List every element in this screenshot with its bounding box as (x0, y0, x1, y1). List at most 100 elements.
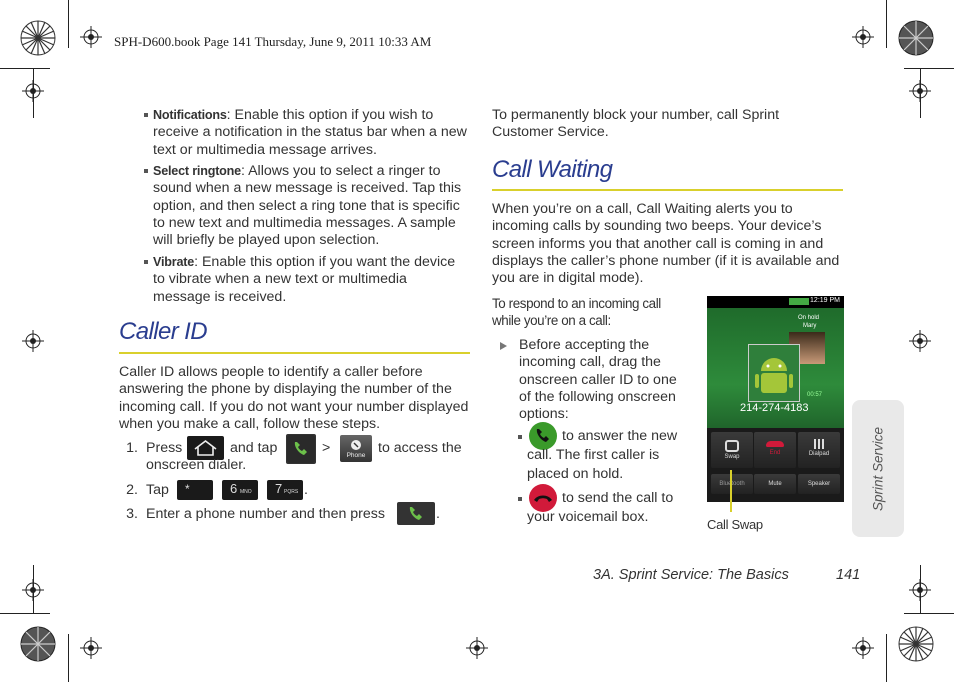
block-number-text: To permanently block your number, call S… (492, 107, 780, 141)
registration-mark-icon (22, 330, 44, 352)
step-number: 1. (126, 440, 138, 456)
swap-icon (725, 440, 739, 452)
call-key-icon (397, 502, 435, 525)
bullet-square-icon (144, 169, 148, 173)
heading-rule (492, 189, 843, 191)
color-target-icon (898, 626, 934, 662)
step-1-and-tap: and tap (230, 440, 278, 456)
registration-mark-icon (852, 637, 874, 659)
status-icons (789, 298, 809, 305)
bullet-square-icon (518, 497, 522, 501)
dial-key-digit: 6 (230, 481, 238, 496)
status-time: 12:19 PM (810, 297, 840, 304)
phone-tab-key: Phone (340, 435, 372, 462)
bullet-square-icon (144, 260, 148, 264)
heading-rule (119, 352, 470, 354)
decline-call-icon (529, 484, 557, 512)
dialpad-label: Dialpad (808, 451, 830, 457)
step-2-tap: Tap (146, 482, 169, 498)
registration-mark-icon (22, 80, 44, 102)
respond-step-text: Before accepting the incoming call, drag… (519, 337, 677, 423)
bullet-text: : Enable this option if you want the dev… (153, 254, 456, 305)
color-target-icon (20, 626, 56, 662)
caller-number: 214-274-4183 (740, 402, 809, 414)
section-side-tab: Sprint Service (852, 400, 904, 537)
end-call-button[interactable]: End (754, 432, 796, 468)
bullet-vibrate: Vibrate: Enable this option if you want … (144, 254, 468, 306)
step-number: 2. (126, 482, 138, 498)
step-3-end: . (436, 506, 440, 522)
print-slug: SPH-D600.book Page 141 Thursday, June 9,… (114, 34, 432, 49)
step-1-text: to access the (378, 440, 462, 456)
decline-option-text: to send the call to your voicemail box. (527, 489, 685, 527)
registration-mark-icon (909, 579, 931, 601)
call-waiting-heading: Call Waiting (492, 156, 613, 183)
step-number: 3. (126, 506, 138, 522)
color-target-icon (898, 20, 934, 56)
dial-key-letters: MNO (240, 489, 252, 495)
phone-app-icon (286, 434, 316, 464)
phone-screenshot: 12:19 PM On hold Mary 00:57 214-274-4183… (707, 296, 844, 502)
bullet-text: : Allows you to select a ringer to sound… (153, 163, 462, 249)
step-arrow-icon (500, 342, 507, 350)
registration-mark-icon (909, 80, 931, 102)
bullet-notifications: Notifications: Enable this option if you… (144, 107, 473, 159)
call-timer: 00:57 (807, 392, 823, 398)
answer-option-label: to answer the new call. The first caller… (527, 428, 678, 482)
callout-line (730, 470, 732, 512)
swap-label: Swap (724, 454, 740, 460)
held-caller-name: Mary (803, 323, 817, 329)
phone-tab-label: Phone (346, 452, 366, 459)
bluetooth-button[interactable]: Bluetooth (711, 474, 753, 494)
answer-option-text: to answer the new call. The first caller… (527, 427, 685, 484)
dial-key-digit: 7 (275, 481, 283, 496)
dial-key-star: * (177, 480, 213, 500)
bullet-term: Select ringtone (153, 164, 241, 178)
color-target-icon (20, 20, 56, 56)
dial-key-6: 6 MNO (222, 480, 258, 500)
bullet-text: : Enable this option if you wish to rece… (153, 107, 467, 158)
status-bar: 12:19 PM (707, 296, 844, 308)
side-tab-label: Sprint Service (870, 426, 886, 511)
respond-label: To respond to an incoming call while you… (492, 296, 661, 329)
mute-button[interactable]: Mute (754, 474, 796, 494)
registration-mark-icon (852, 26, 874, 48)
dialpad-button[interactable]: Dialpad (798, 432, 840, 468)
bullet-square-icon (518, 435, 522, 439)
step-1-press: Press (146, 440, 183, 456)
call-swap-callout: Call Swap (707, 517, 763, 532)
registration-mark-icon (22, 579, 44, 601)
speaker-button[interactable]: Speaker (798, 474, 840, 494)
footer-section: 3A. Sprint Service: The Basics (593, 567, 789, 583)
page-number: 141 (836, 567, 861, 583)
registration-mark-icon (80, 26, 102, 48)
bullet-square-icon (144, 113, 148, 117)
home-key-icon (187, 436, 224, 460)
step-3-text: Enter a phone number and then press (146, 506, 385, 522)
step-2-end: . (304, 482, 308, 498)
step-1-arrow: > (322, 440, 331, 456)
dial-key-7: 7 PQRS (267, 480, 303, 500)
bullet-select-ringtone: Select ringtone: Allows you to select a … (144, 163, 471, 249)
end-call-label: End (769, 450, 781, 456)
bullet-term: Vibrate (153, 255, 195, 269)
call-waiting-intro: When you’re on a call, Call Waiting aler… (492, 201, 840, 287)
step-1-continuation: onscreen dialer. (146, 457, 246, 474)
caller-id-intro: Caller ID allows people to identify a ca… (119, 364, 469, 432)
step-1-dialer: onscreen dialer. (146, 457, 247, 473)
incall-screen: On hold Mary 00:57 214-274-4183 (707, 308, 844, 436)
registration-mark-icon (466, 637, 488, 659)
dialpad-icon (814, 439, 824, 449)
swap-button[interactable]: Swap (711, 432, 753, 468)
android-avatar-icon (749, 345, 799, 401)
mute-label: Mute (768, 481, 782, 487)
on-hold-label: On hold (798, 315, 820, 321)
decline-option-label: to send the call to your voicemail box. (527, 490, 674, 525)
end-call-icon (766, 441, 784, 447)
caller-id-heading: Caller ID (119, 318, 208, 345)
dial-key-letters: PQRS (284, 489, 299, 495)
registration-mark-icon (909, 330, 931, 352)
registration-mark-icon (80, 637, 102, 659)
dial-key-label: * (185, 482, 190, 496)
caller-id-frame[interactable] (748, 344, 800, 402)
